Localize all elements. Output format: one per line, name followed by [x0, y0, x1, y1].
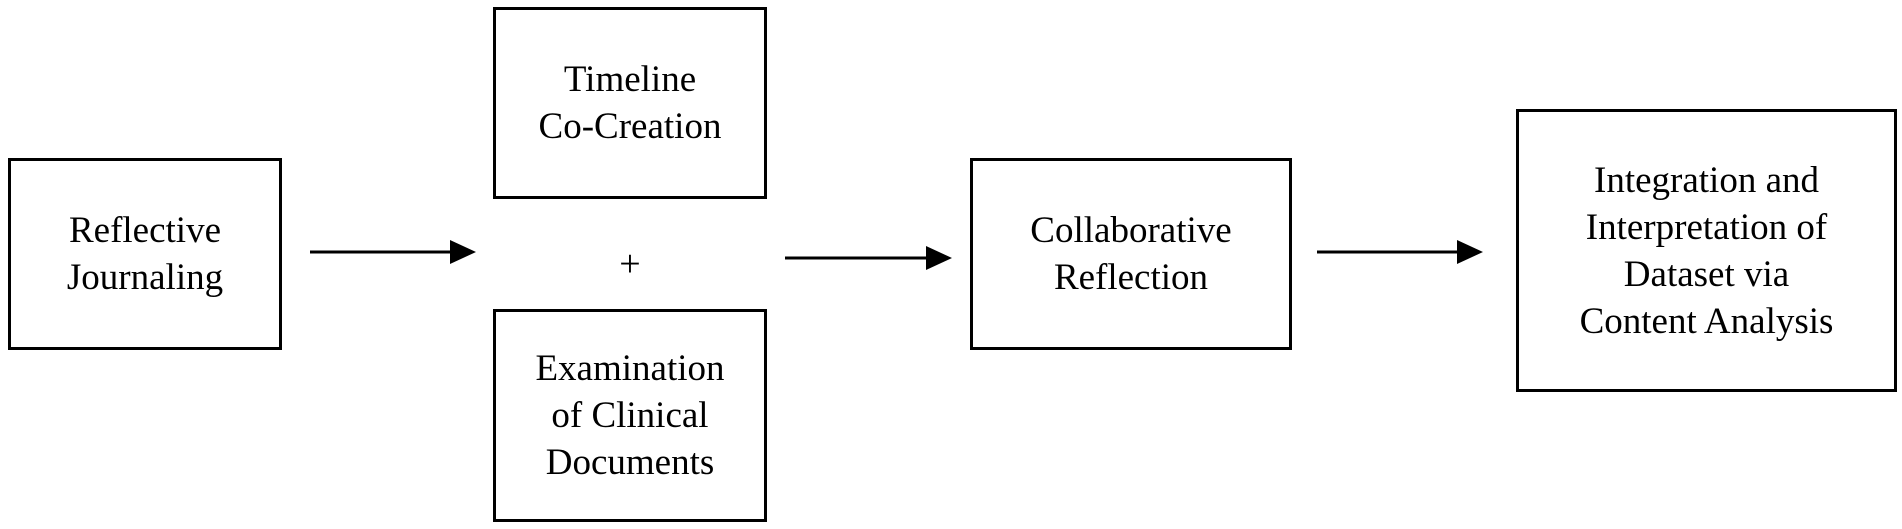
arrow-documents-to-reflection	[785, 246, 952, 270]
collaborative-reflection-box: Collaborative Reflection	[970, 158, 1292, 350]
arrow-journaling-to-timeline	[310, 240, 476, 264]
arrow-reflection-to-integration	[1317, 240, 1483, 264]
reflective-journaling-label: Reflective Journaling	[66, 210, 224, 298]
reflective-journaling-box: Reflective Journaling	[8, 158, 282, 350]
examination-clinical-documents-box: Examination of Clinical Documents	[493, 309, 767, 522]
timeline-co-creation-box: Timeline Co-Creation	[493, 7, 767, 199]
timeline-co-creation-label: Timeline Co-Creation	[538, 59, 722, 147]
plus-symbol: +	[619, 243, 641, 285]
examination-clinical-documents-label: Examination of Clinical Documents	[535, 348, 725, 483]
integration-interpretation-label: Integration and Interpretation of Datase…	[1579, 159, 1834, 342]
collaborative-reflection-label: Collaborative Reflection	[1030, 210, 1232, 298]
integration-interpretation-box: Integration and Interpretation of Datase…	[1516, 109, 1897, 392]
